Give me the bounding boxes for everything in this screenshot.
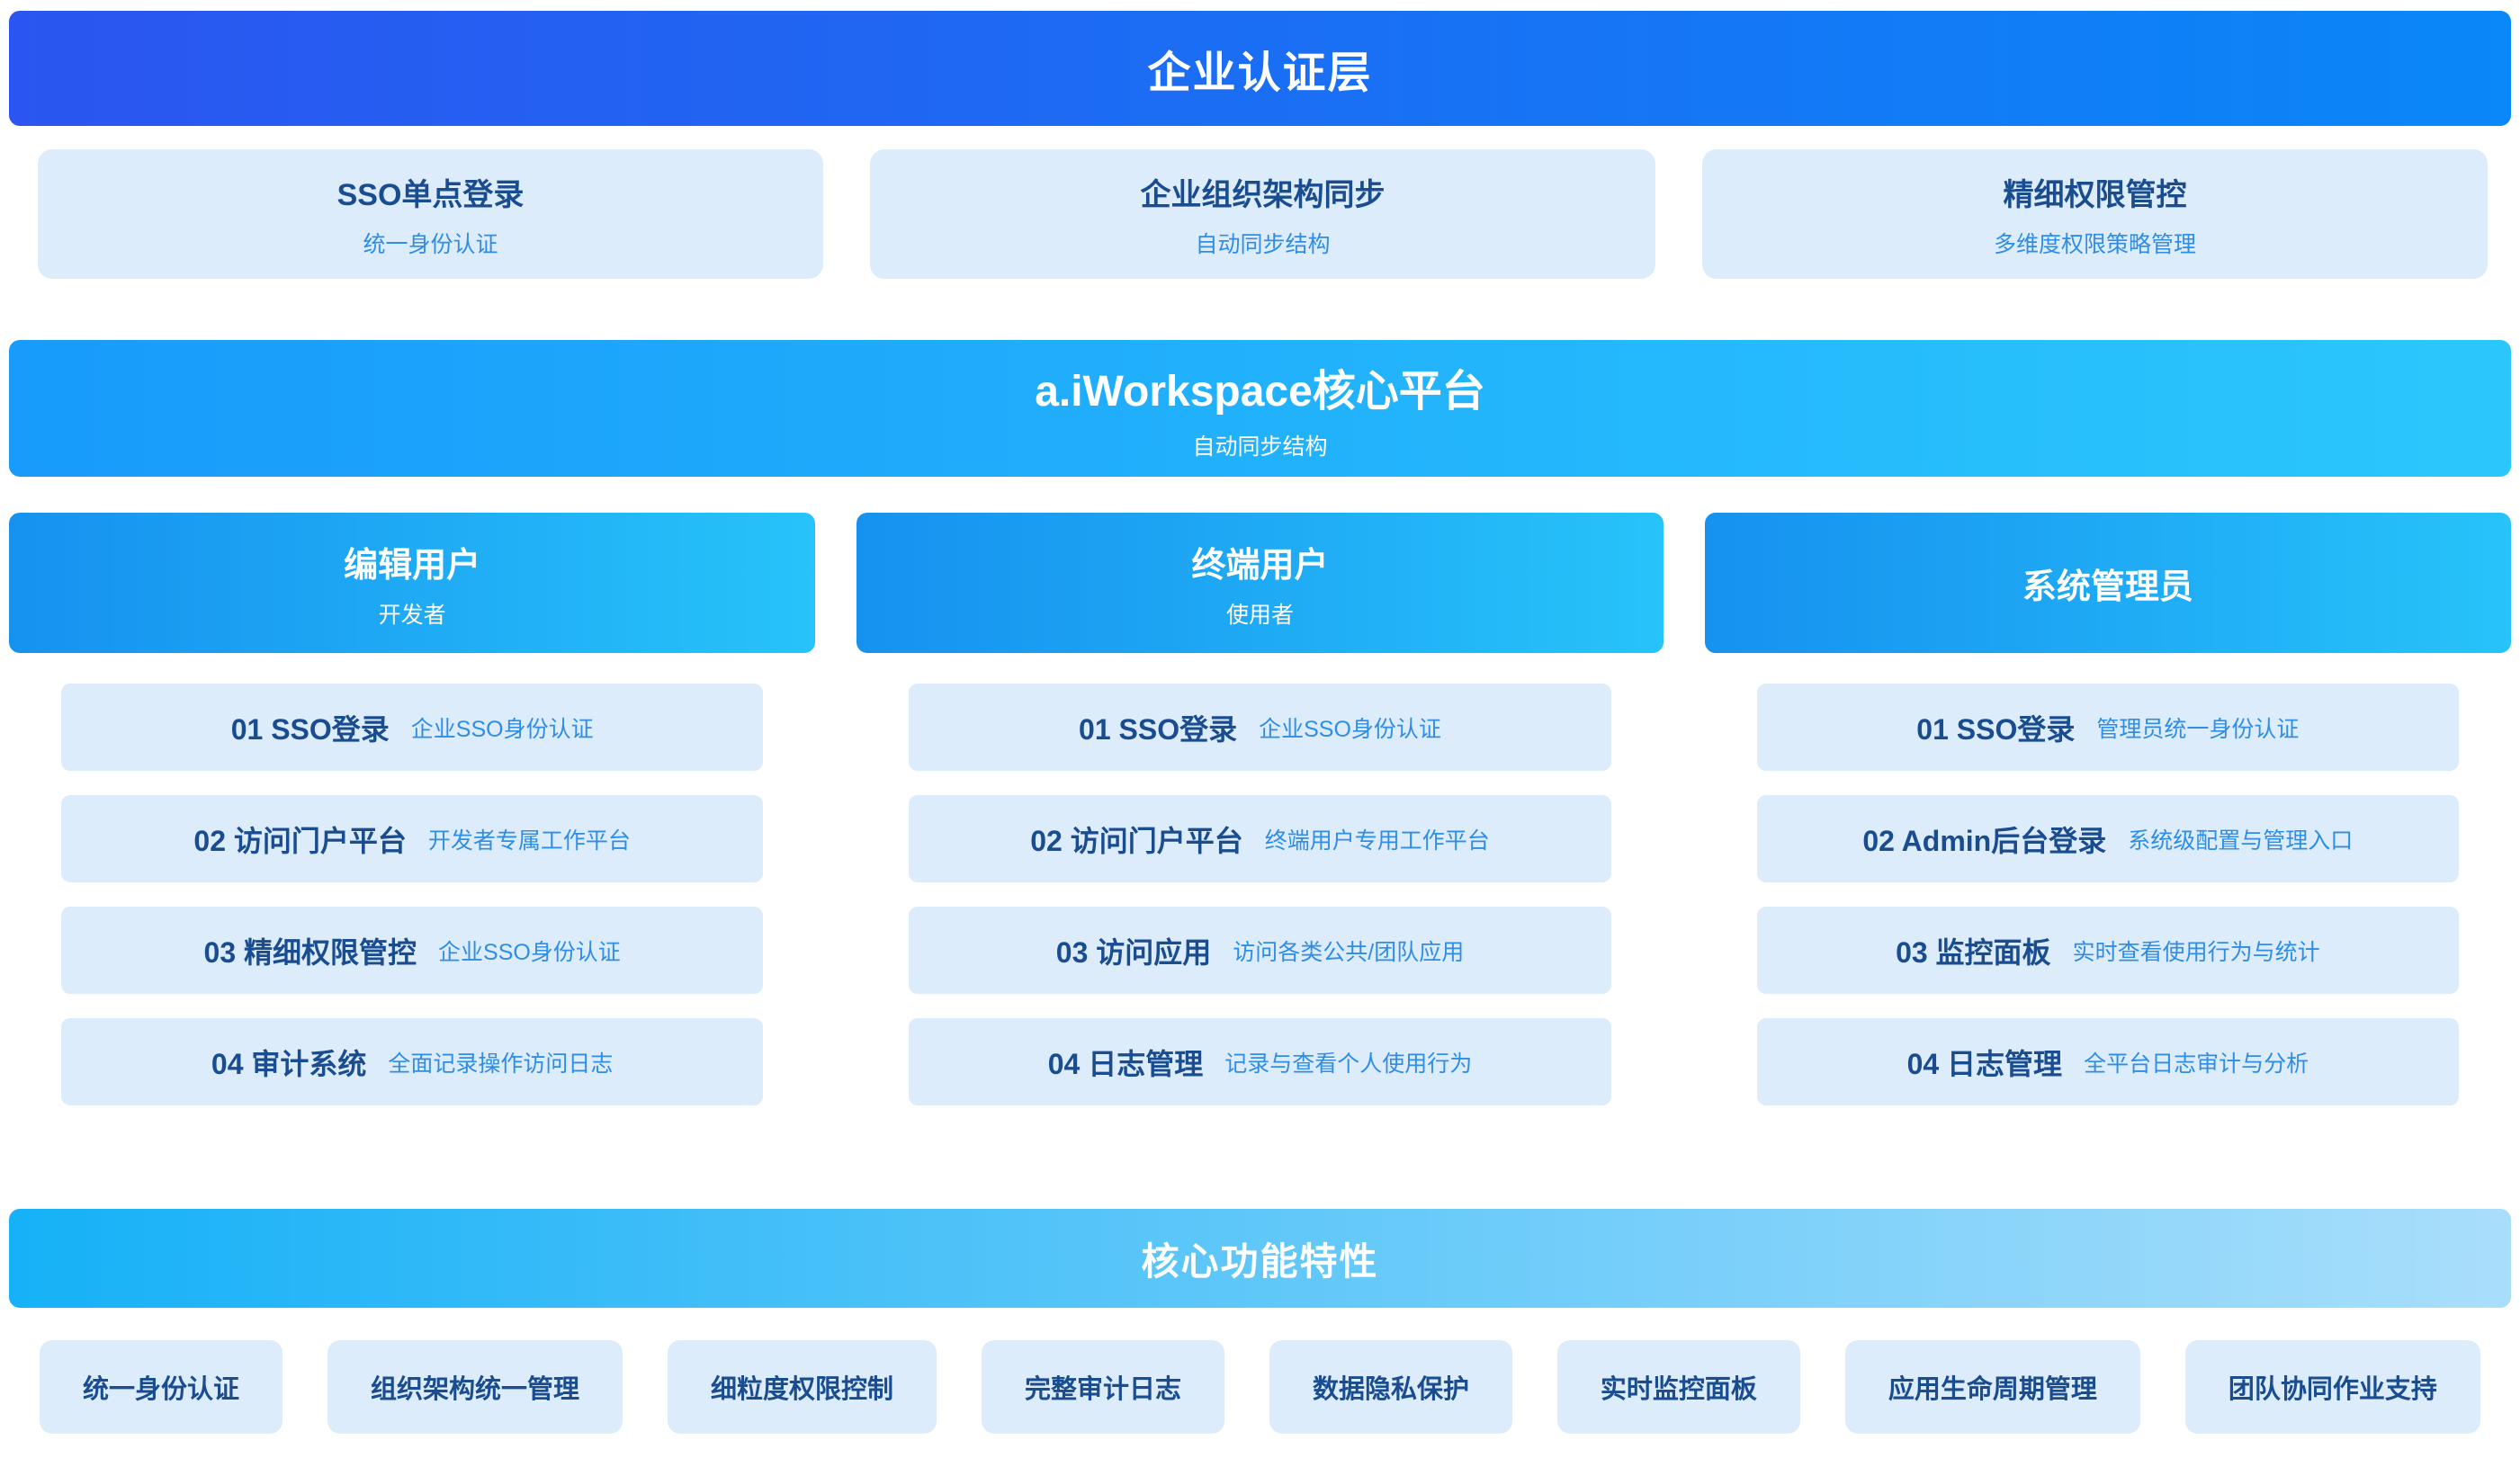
auth-layer-title: 企业认证层 (1147, 49, 1373, 97)
role-column-enduser: 终端用户 使用者 01 SSO登录 企业SSO身份认证 02 访问门户平台 终端… (856, 513, 1664, 1105)
role-step: 02 Admin后台登录 系统级配置与管理入口 (1756, 795, 2459, 882)
feature-chip: 实时监控面板 (1556, 1340, 1800, 1434)
platform-banner: a.iWorkspace核心平台 自动同步结构 (9, 340, 2511, 477)
step-label: 03 监控面板 (1896, 935, 2051, 969)
step-desc: 访问各类公共/团队应用 (1233, 939, 1465, 965)
feature-chip: 团队协同作业支持 (2184, 1340, 2480, 1434)
features-title: 核心功能特性 (1141, 1239, 1379, 1283)
roles-row: 编辑用户 开发者 01 SSO登录 企业SSO身份认证 02 访问门户平台 开发… (9, 513, 2511, 1105)
features-banner: 核心功能特性 (9, 1209, 2511, 1308)
feature-chip: 统一身份认证 (40, 1340, 283, 1434)
role-title: 编辑用户 (344, 546, 481, 585)
role-step: 04 日志管理 全平台日志审计与分析 (1756, 1018, 2459, 1105)
role-steps-admin: 01 SSO登录 管理员统一身份认证 02 Admin后台登录 系统级配置与管理… (1756, 684, 2459, 1105)
role-step: 04 审计系统 全面记录操作访问日志 (61, 1018, 764, 1105)
step-label: 03 访问应用 (1055, 935, 1212, 969)
role-subtitle: 开发者 (378, 602, 446, 628)
step-label: 04 日志管理 (1047, 1047, 1204, 1080)
auth-card-permission: 精细权限管控 多维度权限策略管理 (1702, 149, 2488, 279)
role-step: 01 SSO登录 企业SSO身份认证 (909, 684, 1611, 771)
step-desc: 企业SSO身份认证 (438, 939, 621, 965)
role-step: 01 SSO登录 管理员统一身份认证 (1756, 684, 2459, 771)
auth-cards-row: SSO单点登录 统一身份认证 企业组织架构同步 自动同步结构 精细权限管控 多维… (38, 149, 2488, 279)
role-column-admin: 系统管理员 01 SSO登录 管理员统一身份认证 02 Admin后台登录 系统… (1704, 513, 2511, 1105)
auth-card-title: SSO单点登录 (336, 177, 525, 212)
role-step: 03 监控面板 实时查看使用行为与统计 (1756, 907, 2459, 994)
role-step: 02 访问门户平台 开发者专属工作平台 (61, 795, 764, 882)
step-label: 03 精细权限管控 (203, 935, 417, 969)
auth-card-sso: SSO单点登录 统一身份认证 (38, 149, 823, 279)
step-desc: 全面记录操作访问日志 (388, 1051, 614, 1077)
step-label: 04 审计系统 (211, 1047, 367, 1080)
role-header-editor: 编辑用户 开发者 (9, 513, 816, 653)
role-steps-enduser: 01 SSO登录 企业SSO身份认证 02 访问门户平台 终端用户专用工作平台 … (909, 684, 1611, 1105)
step-desc: 开发者专属工作平台 (427, 827, 631, 854)
feature-chips-row: 统一身份认证 组织架构统一管理 细粒度权限控制 完整审计日志 数据隐私保护 实时… (40, 1340, 2480, 1434)
step-label: 02 访问门户平台 (193, 824, 407, 857)
role-step: 02 访问门户平台 终端用户专用工作平台 (909, 795, 1611, 882)
step-label: 01 SSO登录 (230, 712, 390, 746)
role-header-admin: 系统管理员 (1704, 513, 2511, 653)
platform-subtitle: 自动同步结构 (1192, 434, 1328, 460)
step-desc: 记录与查看个人使用行为 (1224, 1051, 1473, 1077)
step-desc: 企业SSO身份认证 (410, 716, 594, 742)
role-steps-editor: 01 SSO登录 企业SSO身份认证 02 访问门户平台 开发者专属工作平台 0… (61, 684, 764, 1105)
role-step: 04 日志管理 记录与查看个人使用行为 (909, 1018, 1611, 1105)
feature-chip: 细粒度权限控制 (667, 1340, 937, 1434)
auth-card-title: 精细权限管控 (2003, 177, 2187, 212)
feature-chip: 数据隐私保护 (1269, 1340, 1512, 1434)
role-title: 终端用户 (1191, 546, 1329, 585)
step-desc: 全平台日志审计与分析 (2084, 1051, 2309, 1077)
auth-card-org-sync: 企业组织架构同步 自动同步结构 (870, 149, 1655, 279)
step-desc: 终端用户专用工作平台 (1264, 827, 1490, 854)
role-step: 03 访问应用 访问各类公共/团队应用 (909, 907, 1611, 994)
auth-layer-banner: 企业认证层 (9, 11, 2511, 126)
platform-title: a.iWorkspace核心平台 (1035, 368, 1485, 416)
auth-card-subtitle: 统一身份认证 (363, 231, 498, 257)
role-step: 01 SSO登录 企业SSO身份认证 (61, 684, 764, 771)
step-desc: 企业SSO身份认证 (1259, 716, 1441, 742)
step-label: 04 日志管理 (1906, 1047, 2063, 1080)
role-step: 03 精细权限管控 企业SSO身份认证 (61, 907, 764, 994)
role-title: 系统管理员 (2022, 568, 2193, 606)
auth-card-title: 企业组织架构同步 (1140, 177, 1386, 212)
feature-chip: 组织架构统一管理 (327, 1340, 623, 1434)
feature-chip: 应用生命周期管理 (1844, 1340, 2140, 1434)
step-desc: 系统级配置与管理入口 (2128, 827, 2354, 854)
role-header-enduser: 终端用户 使用者 (856, 513, 1664, 653)
role-column-editor: 编辑用户 开发者 01 SSO登录 企业SSO身份认证 02 访问门户平台 开发… (9, 513, 816, 1105)
step-desc: 实时查看使用行为与统计 (2072, 939, 2320, 965)
step-label: 01 SSO登录 (1916, 712, 2076, 746)
auth-card-subtitle: 多维度权限策略管理 (1993, 231, 2196, 257)
auth-card-subtitle: 自动同步结构 (1195, 231, 1331, 257)
step-desc: 管理员统一身份认证 (2096, 716, 2300, 742)
step-label: 01 SSO登录 (1079, 712, 1238, 746)
role-subtitle: 使用者 (1225, 602, 1294, 628)
step-label: 02 Admin后台登录 (1862, 824, 2107, 857)
step-label: 02 访问门户平台 (1030, 824, 1243, 857)
feature-chip: 完整审计日志 (981, 1340, 1224, 1434)
